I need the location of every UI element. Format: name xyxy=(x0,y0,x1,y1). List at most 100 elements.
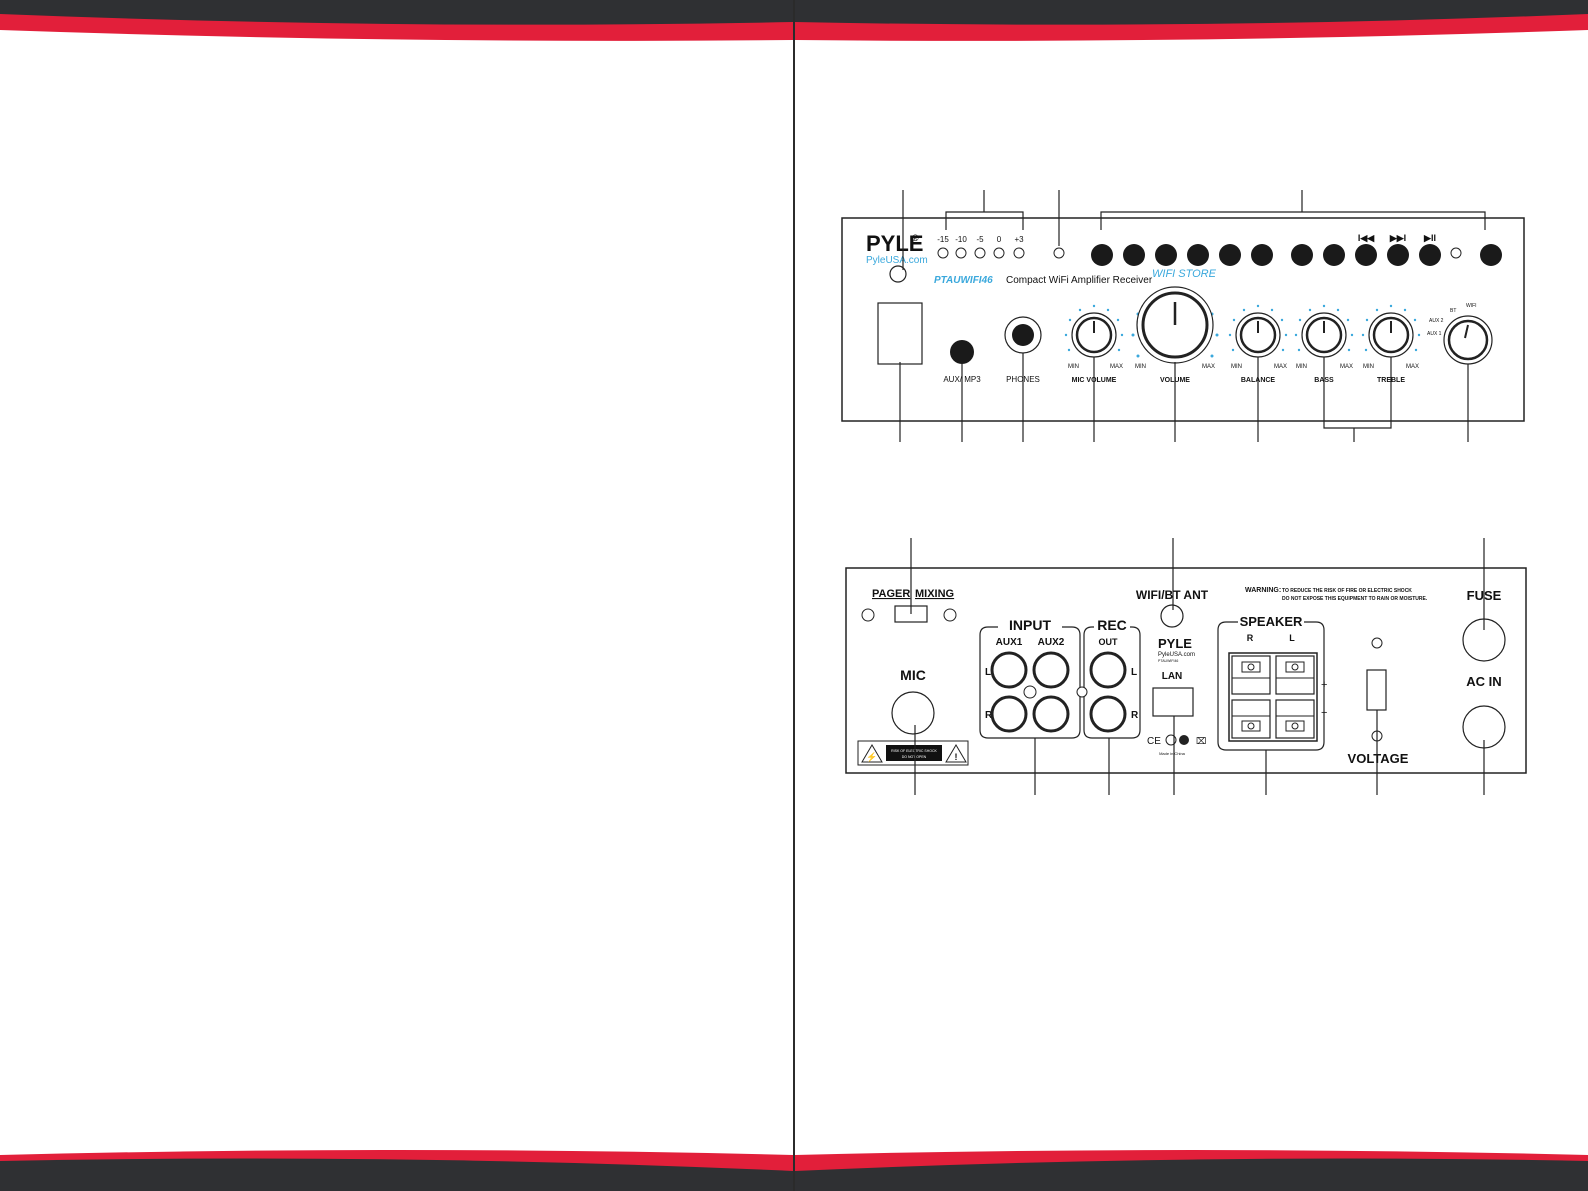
rohs-icon xyxy=(1179,735,1189,745)
aux2-left-jack[interactable] xyxy=(1032,651,1070,689)
page-divider xyxy=(793,0,795,1191)
aux2-label: AUX2 xyxy=(1038,637,1065,648)
speaker-terminal[interactable] xyxy=(1275,655,1315,695)
plus-label: + xyxy=(1321,679,1327,691)
bottom-band xyxy=(0,1147,793,1191)
top-band-red xyxy=(0,14,793,42)
front-callouts xyxy=(899,190,1486,442)
power-switch[interactable] xyxy=(877,302,923,365)
speaker-terminal[interactable] xyxy=(1231,699,1271,739)
made-in-label: Made in China xyxy=(1159,751,1186,756)
level-label: -5 xyxy=(976,235,984,244)
rear-model: PTAUWIFI46 xyxy=(1158,659,1178,663)
minus-label: − xyxy=(1321,707,1327,719)
svg-text:L: L xyxy=(1131,667,1137,678)
rear-website: PyleUSA.com xyxy=(1158,652,1195,658)
voltage-selector-switch[interactable] xyxy=(1366,669,1387,711)
rec-out-left-jack[interactable] xyxy=(1089,651,1127,689)
bottom-band-dark xyxy=(0,1158,793,1191)
next-button[interactable] xyxy=(1387,244,1409,266)
level-led xyxy=(955,247,967,259)
screw-icon xyxy=(1371,637,1383,649)
aux1-right-jack[interactable] xyxy=(990,695,1028,733)
rec-out-right-jack[interactable] xyxy=(1089,695,1127,733)
mic-jack[interactable] xyxy=(891,691,935,735)
previous-button[interactable] xyxy=(1355,244,1377,266)
screw-icon xyxy=(943,608,957,622)
aux2-right-jack[interactable] xyxy=(1032,695,1070,733)
balance-knob[interactable] xyxy=(1235,312,1281,358)
bottom-band xyxy=(795,1147,1588,1191)
level-label: +3 xyxy=(1014,235,1024,244)
level-led xyxy=(1013,247,1025,259)
selector-label: BT xyxy=(1450,308,1456,314)
phones-jack[interactable] xyxy=(1012,324,1034,346)
function-button[interactable] xyxy=(1251,244,1273,266)
level-label: -15 xyxy=(937,235,949,244)
function-button[interactable] xyxy=(1123,244,1145,266)
selector-label: AUX 1 xyxy=(1427,331,1442,337)
screw-icon xyxy=(861,608,875,622)
level-led xyxy=(937,247,949,259)
aux1-label: AUX1 xyxy=(996,637,1023,648)
antenna-connector[interactable] xyxy=(1160,604,1184,628)
aux-mp3-jack[interactable] xyxy=(950,340,974,364)
volume-knob[interactable] xyxy=(1136,286,1214,364)
level-label: -10 xyxy=(955,235,967,244)
top-band xyxy=(0,0,793,42)
level-led xyxy=(974,247,986,259)
standby-button[interactable] xyxy=(1480,244,1502,266)
level-label: 0 xyxy=(997,235,1002,244)
function-button[interactable] xyxy=(1155,244,1177,266)
front-website: PyleUSA.com xyxy=(866,255,928,266)
input-group: INPUT AUX1 AUX2 L R xyxy=(979,617,1081,739)
front-subtitle: Compact WiFi Amplifier Receiver xyxy=(1006,275,1153,286)
voltage-label: VOLTAGE xyxy=(1348,751,1409,766)
speaker-group: SPEAKER R L + − xyxy=(1217,614,1327,751)
top-band xyxy=(795,0,1588,42)
selector-label: WIFI xyxy=(1466,303,1477,309)
shock-label-2: DO NOT OPEN xyxy=(902,755,927,759)
function-button[interactable] xyxy=(1219,244,1241,266)
function-button[interactable] xyxy=(1187,244,1209,266)
input-selector-knob[interactable] xyxy=(1443,315,1493,365)
warning-line-1: TO REDUCE THE RISK OF FIRE OR ELECTRIC S… xyxy=(1282,588,1412,594)
warning-triangle-icon xyxy=(861,744,883,763)
function-button[interactable] xyxy=(1323,244,1345,266)
bass-knob[interactable] xyxy=(1301,312,1347,358)
speaker-label: SPEAKER xyxy=(1240,614,1303,629)
wifi-store-label: WIFI STORE xyxy=(1152,268,1217,280)
mic-volume-knob[interactable] xyxy=(1071,312,1117,358)
status-led xyxy=(1450,247,1462,259)
ac-in-label: AC IN xyxy=(1466,674,1501,689)
function-button[interactable] xyxy=(1091,244,1113,266)
out-label: OUT xyxy=(1099,637,1119,647)
shock-label-1: RISK OF ELECTRIC SHOCK xyxy=(891,749,937,753)
min-label: MIN xyxy=(1068,364,1079,370)
top-band-red xyxy=(795,14,1588,42)
aux1-left-jack[interactable] xyxy=(990,651,1028,689)
warning-title: WARNING: xyxy=(1245,587,1281,594)
rear-brand: PYLE xyxy=(1158,636,1192,651)
function-buttons: I◀◀ ▶▶I ▶II xyxy=(1091,233,1502,266)
ce-mark-icon: CE xyxy=(1147,736,1161,747)
play-pause-button[interactable] xyxy=(1419,244,1441,266)
level-led xyxy=(993,247,1005,259)
ir-sensor xyxy=(889,265,907,283)
front-brand: PYLE xyxy=(866,231,923,256)
level-indicator: -15 -10 -5 0 +3 xyxy=(937,235,1025,259)
screw-icon xyxy=(1076,686,1088,698)
rec-label: REC xyxy=(1097,617,1127,633)
left-page xyxy=(0,0,793,1191)
function-button[interactable] xyxy=(1291,244,1313,266)
weee-bin-icon: ⌧ xyxy=(1196,736,1206,746)
lan-port[interactable] xyxy=(1152,687,1194,717)
lan-label: LAN xyxy=(1162,671,1183,682)
play-pause-icon: ▶II xyxy=(1423,233,1436,243)
treble-knob[interactable] xyxy=(1368,312,1414,358)
max-label: MAX xyxy=(1110,364,1123,370)
lightning-icon: ⚡ xyxy=(866,751,877,763)
speaker-terminal[interactable] xyxy=(1275,699,1315,739)
mic-label: MIC xyxy=(900,667,926,683)
right-page: PYLE ® PyleUSA.com PTAUWIFI46 Compact Wi… xyxy=(795,0,1588,1191)
